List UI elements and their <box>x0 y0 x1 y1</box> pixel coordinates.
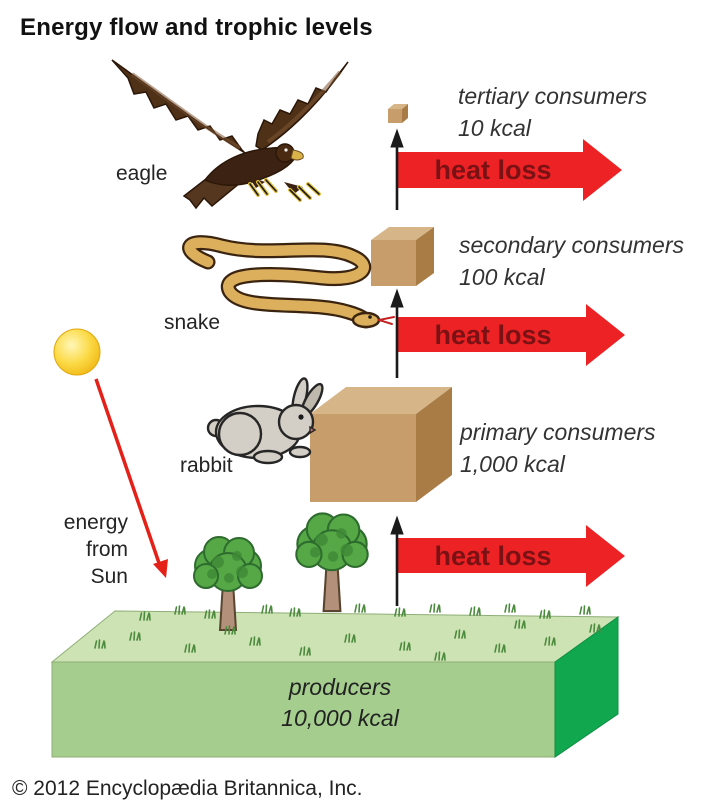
rabbit-label: rabbit <box>180 454 233 477</box>
heat-loss-label-producers: heat loss <box>434 541 552 571</box>
upward-energy-arrow-bottom <box>390 515 404 606</box>
tertiary-consumers-name: tertiary consumers <box>458 83 648 109</box>
primary-consumers-energy: 1,000 kcal <box>460 451 565 477</box>
snake-label: snake <box>164 311 221 334</box>
heat-loss-arrow-producers <box>396 525 625 587</box>
energy-cube-primary <box>310 387 452 502</box>
tertiary-consumers-label: tertiary consumers 10 kcal <box>458 80 647 144</box>
heat-loss-label-secondary: heat loss <box>434 320 552 350</box>
primary-consumers-name: primary consumers <box>460 419 656 445</box>
secondary-consumers-energy: 100 kcal <box>459 264 545 290</box>
producers-label: producers 10,000 kcal <box>225 672 455 734</box>
heat-loss-label-tertiary: heat loss <box>434 155 552 185</box>
energy-cube-secondary <box>371 227 434 286</box>
tree-illustration-right <box>295 512 369 613</box>
sun-icon <box>53 328 101 376</box>
tertiary-consumers-energy: 10 kcal <box>458 115 531 141</box>
upward-energy-arrow-top <box>390 128 404 210</box>
heat-loss-arrow-secondary <box>396 304 625 366</box>
primary-consumers-label: primary consumers 1,000 kcal <box>460 416 656 480</box>
eagle-label: eagle <box>116 162 168 185</box>
copyright-notice: © 2012 Encyclopædia Britannica, Inc. <box>12 777 363 800</box>
snake-illustration <box>182 235 395 329</box>
upward-energy-arrow-middle <box>390 288 404 378</box>
secondary-consumers-name: secondary consumers <box>459 232 684 258</box>
diagram-title: Energy flow and trophic levels <box>20 14 373 41</box>
energy-cube-tertiary <box>388 104 408 123</box>
producers-energy: 10,000 kcal <box>281 705 399 731</box>
rabbit-illustration <box>206 377 324 465</box>
energy-from-sun-label: energy from Sun <box>63 511 128 588</box>
sun-energy-arrow <box>94 378 168 578</box>
producers-name: producers <box>288 674 392 700</box>
secondary-consumers-label: secondary consumers 100 kcal <box>459 229 684 293</box>
heat-loss-arrow-tertiary <box>398 139 622 201</box>
eagle-illustration <box>111 59 349 210</box>
